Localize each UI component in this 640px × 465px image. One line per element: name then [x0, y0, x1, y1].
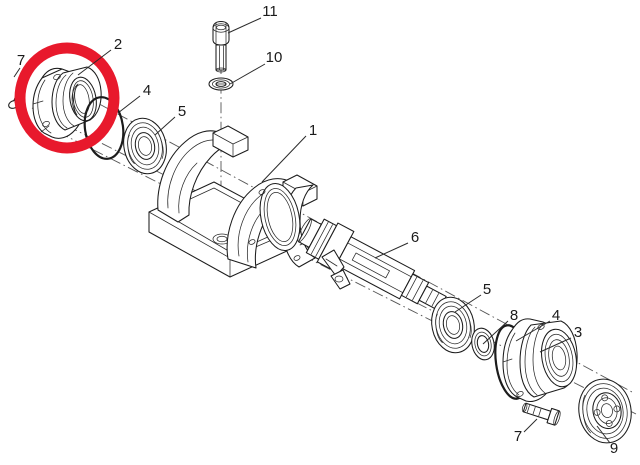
- part-o-ring-left: [83, 96, 125, 160]
- red-highlight-circle: [14, 42, 120, 154]
- callout-4-right-leader: [515, 320, 551, 342]
- part-bearing-right-end: [578, 378, 632, 444]
- callout-5-right-leader: [454, 294, 482, 313]
- callout-11[interactable]: 11: [227, 3, 278, 34]
- callout-6-leader: [374, 242, 409, 259]
- callout-3[interactable]: 3: [539, 324, 582, 353]
- callout-7-right[interactable]: 7: [514, 418, 538, 445]
- callout-9-leader: [596, 425, 611, 444]
- callout-4-right[interactable]: 4: [515, 307, 560, 342]
- callout-4-right-number: 4: [552, 307, 560, 324]
- callout-8[interactable]: 8: [482, 307, 518, 345]
- callout-4-left[interactable]: 4: [117, 82, 151, 114]
- part-washer: [208, 77, 234, 91]
- callout-2-leader: [77, 49, 112, 76]
- callout-9-number: 9: [610, 440, 618, 457]
- part-bearing-carrier-flange: [32, 66, 102, 139]
- callout-10-leader: [229, 63, 266, 85]
- callout-3-leader: [539, 337, 572, 353]
- callout-10-number: 10: [266, 49, 283, 66]
- part-ball-bearing-left: [123, 117, 167, 175]
- part-bearing-cover-right: [502, 318, 578, 402]
- callout-10[interactable]: 10: [229, 49, 283, 85]
- callout-4-left-leader: [117, 95, 141, 114]
- callout-7-right-leader: [523, 418, 538, 433]
- callout-1-number: 1: [309, 122, 317, 139]
- part-screw-right: [521, 402, 561, 426]
- callout-11-number: 11: [262, 3, 278, 20]
- callout-5-right-number: 5: [483, 281, 491, 298]
- part-hex-socket-bolt: [212, 20, 230, 73]
- part-splined-shaft: [297, 218, 464, 318]
- callout-8-leader: [482, 320, 509, 345]
- callout-7-left-number: 7: [17, 52, 25, 69]
- callout-7-left-leader: [13, 67, 21, 78]
- o-ring-left-shape: [83, 96, 125, 160]
- callout-5-left-leader: [154, 116, 176, 136]
- callout-7-right-number: 7: [514, 428, 522, 445]
- callout-5-left[interactable]: 5: [154, 103, 186, 136]
- callout-group: 1 2 3 4 5: [13, 3, 618, 457]
- callout-1-leader: [261, 135, 307, 183]
- callout-6-number: 6: [411, 229, 419, 246]
- callout-2-number: 2: [114, 36, 122, 53]
- part-housing-bracket: [148, 125, 318, 278]
- callout-4-left-number: 4: [143, 82, 151, 99]
- callout-11-leader: [227, 17, 262, 34]
- part-ball-bearing-right: [431, 296, 475, 354]
- callout-6[interactable]: 6: [374, 229, 419, 259]
- callout-5-right[interactable]: 5: [454, 281, 491, 313]
- callout-2[interactable]: 2: [77, 36, 122, 76]
- callout-1[interactable]: 1: [261, 122, 317, 183]
- callout-3-number: 3: [574, 324, 582, 341]
- callout-8-number: 8: [510, 307, 518, 324]
- callout-9[interactable]: 9: [596, 425, 618, 457]
- callout-5-left-number: 5: [178, 103, 186, 120]
- callout-7-left[interactable]: 7: [13, 52, 25, 78]
